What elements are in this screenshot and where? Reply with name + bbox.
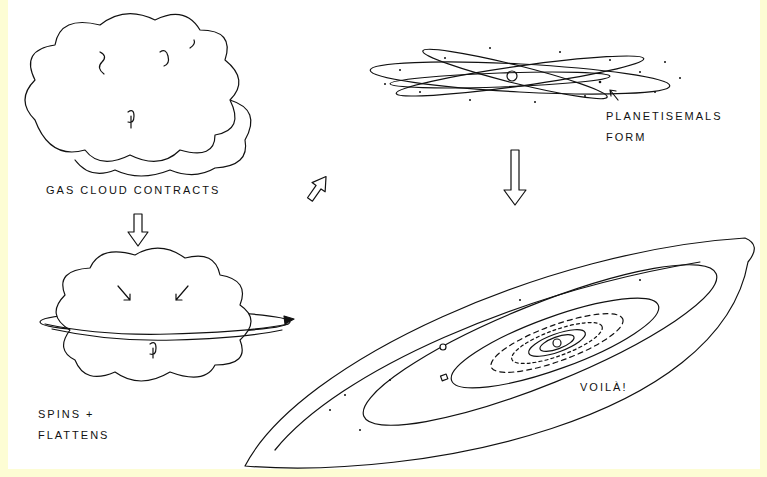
orbit <box>443 281 668 405</box>
spinning-cloud <box>40 248 294 381</box>
stage-arrow <box>504 150 526 205</box>
orbit <box>390 69 610 91</box>
orbit <box>507 314 606 371</box>
stage-caption: VOILÀ! <box>580 377 627 398</box>
pointer-arrow <box>610 90 618 100</box>
contraction-arrow <box>118 286 130 300</box>
gas-swirl <box>160 51 169 66</box>
stage-arrow <box>303 172 332 204</box>
orbit <box>369 56 670 100</box>
dust-dots <box>329 279 641 431</box>
gas-swirl <box>150 343 156 358</box>
gas-swirl <box>128 111 134 128</box>
planet <box>440 344 446 350</box>
orbit <box>538 331 576 355</box>
spin-arrowhead <box>284 316 294 324</box>
sun <box>553 339 561 347</box>
spin-ring-front <box>45 324 288 334</box>
planet <box>440 374 447 381</box>
cloud-outline <box>25 14 239 162</box>
stage-caption: GAS CLOUD CONTRACTS <box>46 180 220 201</box>
outer-disk <box>245 238 754 468</box>
orbit <box>395 49 645 104</box>
gas-swirl <box>190 40 195 48</box>
stage-arrow <box>128 214 148 246</box>
gas-cloud <box>25 14 251 176</box>
orbit <box>485 302 629 384</box>
orbit <box>421 42 610 105</box>
inner-band <box>275 262 700 450</box>
cloud-outline <box>56 248 251 381</box>
planetesimal-dots <box>384 47 681 103</box>
gas-swirl <box>99 52 104 74</box>
stage-caption: PLANETISEMALS FORM <box>606 106 742 148</box>
spin-ring-front <box>52 329 282 340</box>
protosun <box>507 71 517 81</box>
contraction-arrow <box>176 286 188 300</box>
orbit <box>349 237 731 454</box>
orbit <box>526 324 589 361</box>
solar-system <box>245 237 754 468</box>
stage-caption: SPINS + FLATTENS <box>38 404 122 446</box>
planetesimal-disk <box>369 42 681 105</box>
